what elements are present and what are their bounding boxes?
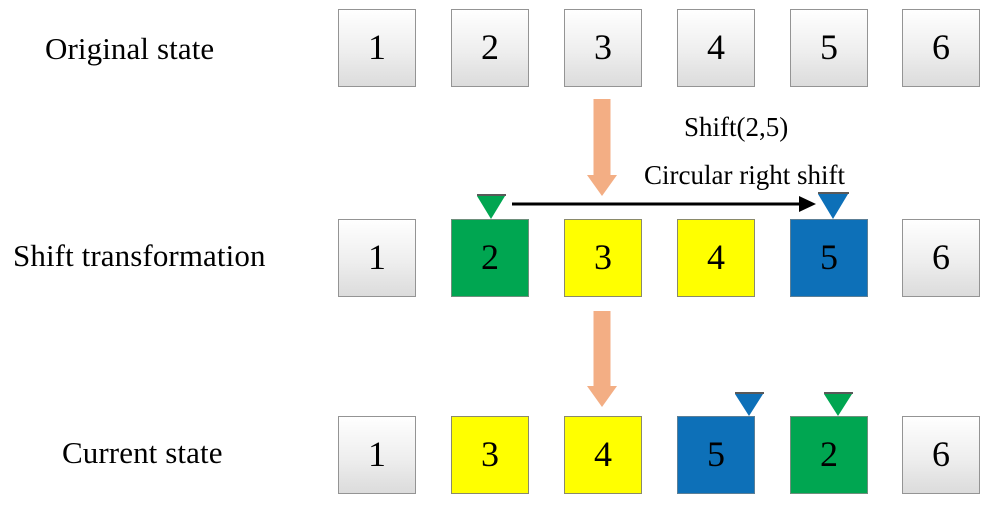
cell-value: 4 bbox=[594, 434, 612, 474]
cell-transform-5: 5 bbox=[790, 219, 868, 297]
cell-transform-6: 6 bbox=[902, 219, 980, 297]
cell-value: 2 bbox=[820, 434, 838, 474]
marker-triangle-current-blue bbox=[735, 394, 763, 416]
cell-transform-4: 4 bbox=[677, 219, 755, 297]
circular-shift-arrow bbox=[512, 195, 816, 212]
cell-current-6: 6 bbox=[902, 416, 980, 494]
cell-value: 5 bbox=[707, 434, 725, 474]
cell-value: 1 bbox=[368, 237, 386, 277]
cell-original-6: 6 bbox=[902, 9, 980, 87]
cell-value: 6 bbox=[932, 27, 950, 67]
cell-value: 1 bbox=[368, 27, 386, 67]
marker-cap-current-blue bbox=[735, 392, 764, 394]
orange-down-arrow-top bbox=[587, 99, 617, 196]
cell-value: 3 bbox=[594, 237, 612, 277]
annotation-shift-operation: Shift(2,5) bbox=[684, 112, 789, 142]
row-label-current-state: Current state bbox=[62, 435, 223, 470]
cell-original-3: 3 bbox=[564, 9, 642, 87]
cell-value: 3 bbox=[481, 434, 499, 474]
marker-cap-transform-blue bbox=[818, 192, 849, 194]
cell-value: 4 bbox=[707, 237, 725, 277]
cell-transform-2: 2 bbox=[451, 219, 529, 297]
row-label-shift-transformation: Shift transformation bbox=[13, 238, 266, 273]
cell-value: 1 bbox=[368, 434, 386, 474]
marker-triangle-current-green bbox=[824, 394, 852, 416]
marker-triangle-transform-blue bbox=[818, 194, 848, 219]
cell-value: 6 bbox=[932, 237, 950, 277]
cell-original-2: 2 bbox=[451, 9, 529, 87]
cell-transform-3: 3 bbox=[564, 219, 642, 297]
orange-down-arrow-bottom bbox=[587, 311, 617, 408]
row-label-original-state: Original state bbox=[45, 31, 215, 66]
marker-cap-transform-green bbox=[477, 194, 506, 196]
cell-original-5: 5 bbox=[790, 9, 868, 87]
cell-current-1: 1 bbox=[338, 416, 416, 494]
annotation-shift-description: Circular right shift bbox=[644, 160, 845, 190]
cell-original-1: 1 bbox=[338, 9, 416, 87]
cell-value: 2 bbox=[481, 237, 499, 277]
cell-current-5: 2 bbox=[790, 416, 868, 494]
marker-triangle-transform-green bbox=[477, 196, 505, 219]
cell-value: 3 bbox=[594, 27, 612, 67]
cell-value: 2 bbox=[481, 27, 499, 67]
cell-value: 5 bbox=[820, 237, 838, 277]
cell-current-2: 3 bbox=[451, 416, 529, 494]
cell-transform-1: 1 bbox=[338, 219, 416, 297]
cell-current-3: 4 bbox=[564, 416, 642, 494]
cell-original-4: 4 bbox=[677, 9, 755, 87]
cell-current-4: 5 bbox=[677, 416, 755, 494]
cell-value: 4 bbox=[707, 27, 725, 67]
cell-value: 6 bbox=[932, 434, 950, 474]
marker-cap-current-green bbox=[824, 392, 853, 394]
cell-value: 5 bbox=[820, 27, 838, 67]
